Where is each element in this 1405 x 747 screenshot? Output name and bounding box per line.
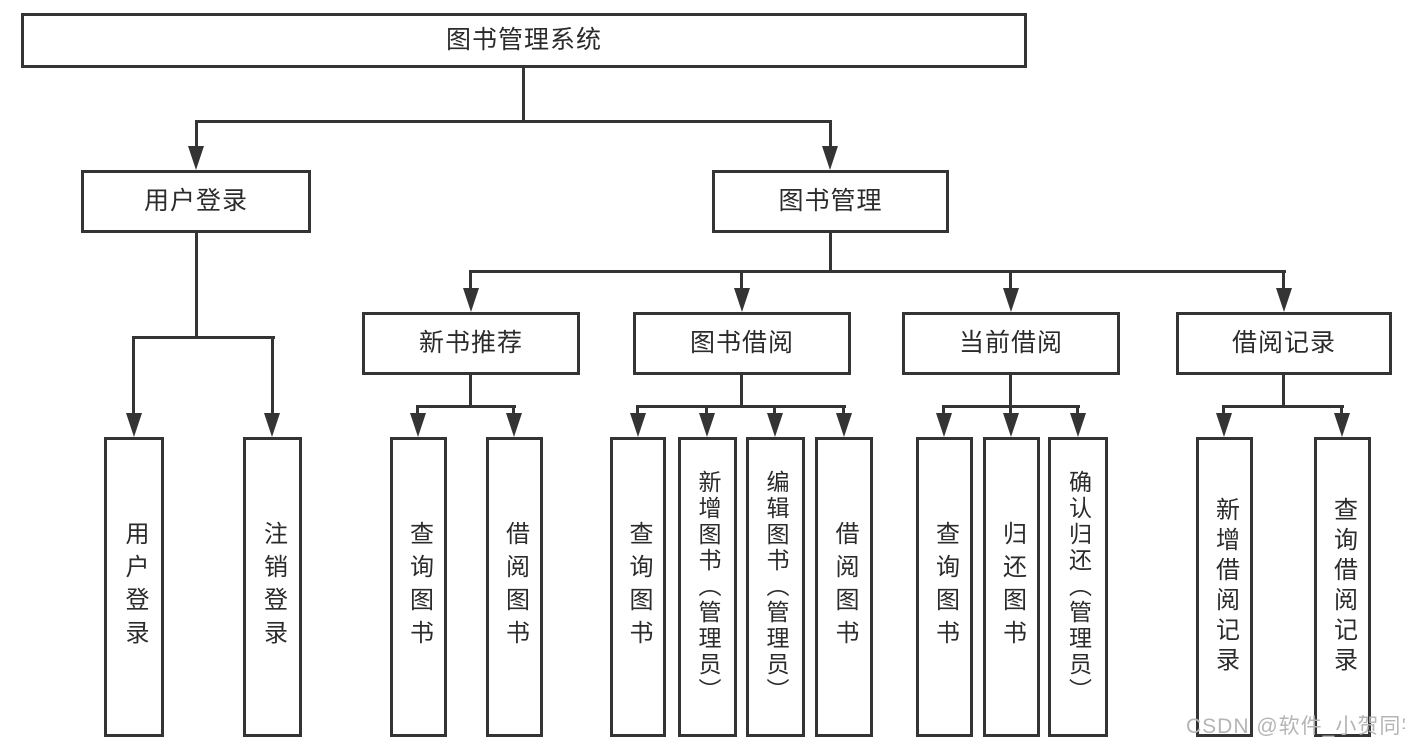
connector-book-mgmt-bar <box>469 270 1286 273</box>
connector-drop <box>1282 270 1285 289</box>
arrow-down-icon <box>630 413 646 437</box>
arrow-down-icon <box>1216 413 1232 437</box>
leaf-br-add-record: 新增借阅记录 <box>1196 437 1253 737</box>
connector-nb-bar <box>416 405 516 408</box>
connector-user-login-stem <box>195 233 198 336</box>
connector-br-bar <box>1222 405 1344 408</box>
arrow-down-icon <box>1070 413 1086 437</box>
node-book-management: 图书管理 <box>712 170 949 233</box>
arrow-down-icon <box>264 413 280 437</box>
csdn-watermark: CSDN @软件_小贺同学 <box>1186 715 1405 738</box>
connector-drop <box>1340 405 1343 414</box>
arrow-down-icon <box>767 413 783 437</box>
arrow-down-icon <box>506 413 522 437</box>
leaf-bb-edit-books-admin: 编辑图书（管理员） <box>746 437 805 737</box>
leaf-nb-query-books: 查询图书 <box>390 437 447 737</box>
connector-root-bar <box>195 120 832 123</box>
connector-drop <box>1076 405 1079 414</box>
connector-drop <box>842 405 845 414</box>
connector-nb-stem <box>469 375 472 405</box>
arrow-down-icon <box>188 146 204 170</box>
arrow-down-icon <box>699 413 715 437</box>
connector-drop <box>271 336 274 414</box>
connector-drop <box>195 120 198 147</box>
connector-drop <box>942 405 945 414</box>
leaf-bb-query-books: 查询图书 <box>610 437 666 737</box>
arrow-down-icon <box>126 413 142 437</box>
connector-drop <box>1222 405 1225 414</box>
leaf-user-login: 用户登录 <box>104 437 164 737</box>
leaf-bb-borrow-books: 借阅图书 <box>815 437 873 737</box>
leaf-logout: 注销登录 <box>243 437 302 737</box>
leaf-cb-query-books: 查询图书 <box>916 437 973 737</box>
connector-drop <box>416 405 419 414</box>
connector-drop <box>636 405 639 414</box>
arrow-down-icon <box>1003 413 1019 437</box>
arrow-down-icon <box>936 413 952 437</box>
leaf-nb-borrow-books: 借阅图书 <box>486 437 543 737</box>
connector-drop <box>1009 270 1012 289</box>
connector-drop <box>773 405 776 414</box>
arrow-down-icon <box>410 413 426 437</box>
connector-book-mgmt-stem <box>829 233 832 270</box>
node-user-login: 用户登录 <box>81 170 311 233</box>
leaf-cb-return-books: 归还图书 <box>983 437 1040 737</box>
connector-drop <box>829 120 832 147</box>
connector-drop <box>705 405 708 414</box>
node-book-borrowing: 图书借阅 <box>633 312 851 375</box>
arrow-down-icon <box>836 413 852 437</box>
connector-drop <box>469 270 472 289</box>
connector-drop <box>512 405 515 414</box>
node-library-management-system: 图书管理系统 <box>21 13 1027 68</box>
arrow-down-icon <box>1334 413 1350 437</box>
arrow-down-icon <box>1276 288 1292 312</box>
arrow-down-icon <box>822 146 838 170</box>
leaf-cb-confirm-return-admin: 确认归还（管理员） <box>1048 437 1108 737</box>
connector-cb-stem <box>1009 375 1012 405</box>
node-new-book-recommend: 新书推荐 <box>362 312 580 375</box>
leaf-bb-add-books-admin: 新增图书（管理员） <box>678 437 737 737</box>
connector-drop <box>1009 405 1012 414</box>
arrow-down-icon <box>734 288 750 312</box>
connector-bb-bar <box>636 405 846 408</box>
connector-br-stem <box>1282 375 1285 405</box>
connector-drop <box>132 336 135 414</box>
connector-bb-stem <box>740 375 743 405</box>
arrow-down-icon <box>1003 288 1019 312</box>
leaf-br-query-record: 查询借阅记录 <box>1314 437 1371 737</box>
connector-root-stem <box>522 68 525 120</box>
connector-user-login-bar <box>132 336 275 339</box>
arrow-down-icon <box>463 288 479 312</box>
node-current-borrowing: 当前借阅 <box>902 312 1120 375</box>
node-borrow-records: 借阅记录 <box>1176 312 1392 375</box>
connector-drop <box>740 270 743 289</box>
